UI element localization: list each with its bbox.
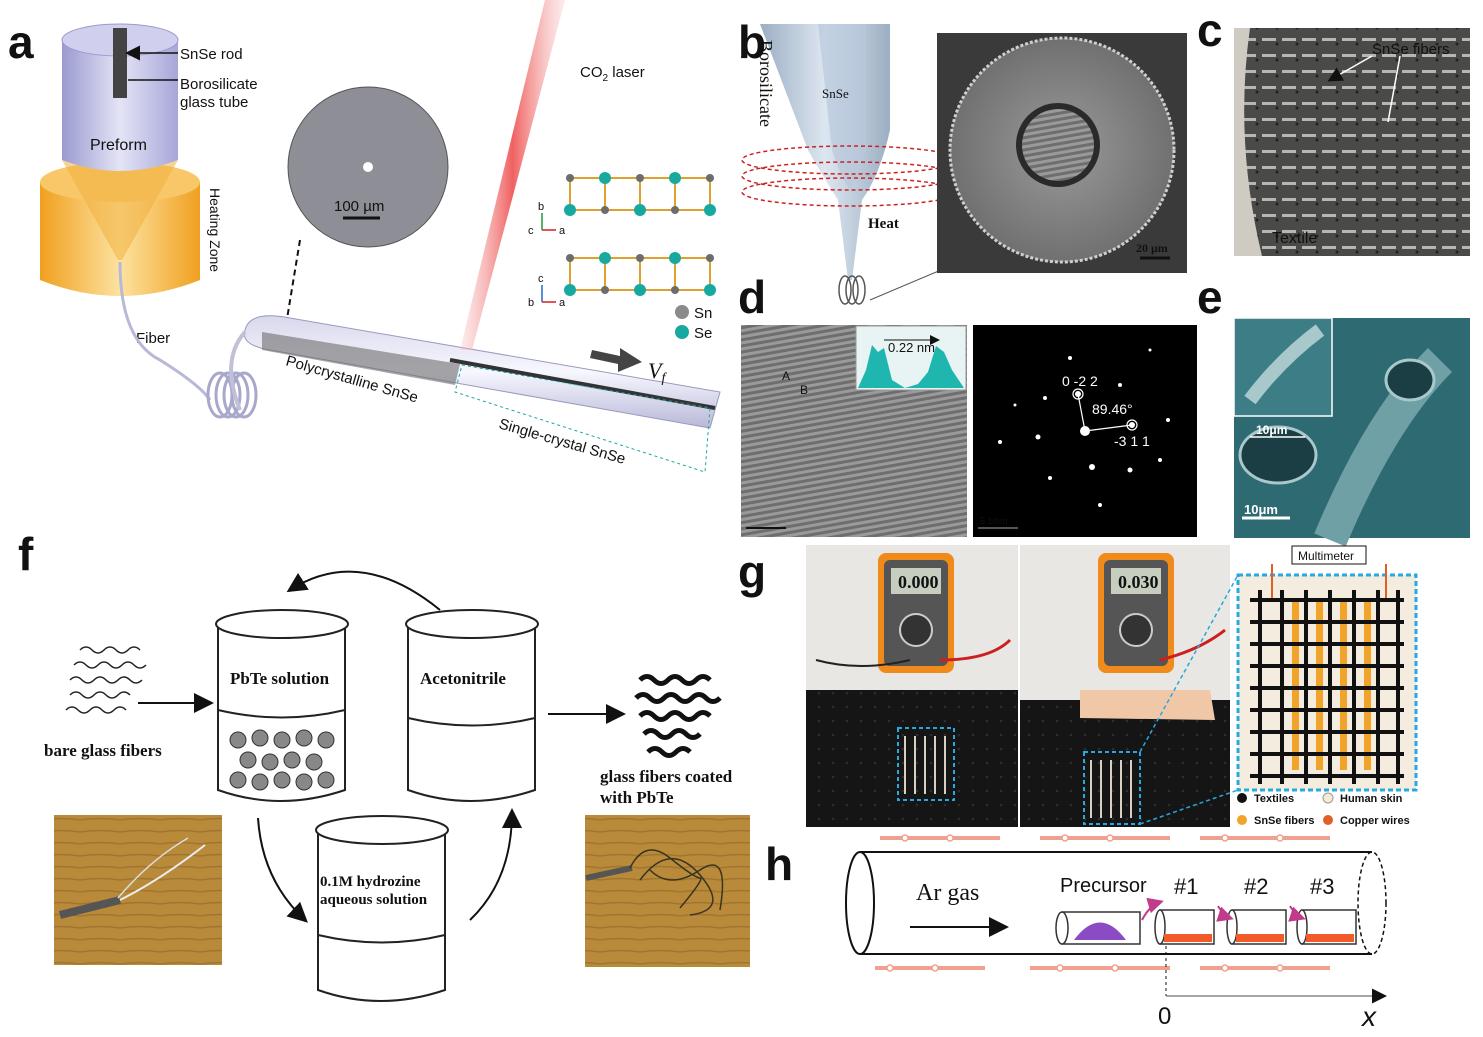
boat-label-2: #2 (1244, 874, 1268, 899)
preform-body (62, 40, 178, 171)
fiber-coil (206, 371, 258, 419)
label-heating-zone: Heating Zone (207, 188, 223, 272)
profile-label: 0.22 nm (888, 340, 935, 355)
panel-label-a: a (8, 16, 34, 68)
panel-h: Ar gas Precursor #1 #2 #3 0 x (845, 834, 1387, 1032)
crystal-structure-top (564, 172, 716, 216)
svg-text:b: b (528, 297, 534, 309)
velocity-arrow (590, 348, 642, 372)
label-preform: Preform (90, 137, 147, 154)
beaker-acetonitrile (405, 609, 539, 802)
schematic-legend: Textiles Human skin SnSe fibers Copper w… (1237, 792, 1410, 827)
label-hydrazine-1: 0.1M hydrozine (320, 874, 421, 890)
label-laser: CO2 laser (580, 64, 645, 84)
svg-text:SnSe fibers: SnSe fibers (1254, 815, 1315, 827)
panel-e: 10μm 10μm (1233, 317, 1470, 547)
label-textile-c: Textile (1272, 230, 1317, 247)
point-a: A (782, 369, 790, 383)
snse-rod (113, 28, 127, 98)
label-bare-fibers: bare glass fibers (44, 741, 162, 760)
svg-text:c: c (528, 225, 534, 237)
panel-a: SnSe rod Borosilicate glass tube Preform… (40, 0, 721, 473)
precursor-powder (1074, 922, 1126, 940)
label-acetonitrile: Acetonitrile (420, 669, 506, 688)
fiber-tube (243, 315, 721, 429)
axes-top: b c a (528, 201, 566, 237)
panel-c: SnSe fibers Textile (1234, 28, 1470, 256)
photo-coated-fibers (585, 815, 750, 967)
label-precursor: Precursor (1060, 875, 1147, 897)
panel-label-e: e (1197, 271, 1223, 323)
label-heat: Heat (868, 216, 899, 232)
beaker-pbte (215, 609, 349, 802)
label-snse-b: SnSe (822, 86, 849, 101)
panel-d: 0.22 nm A B 0 -2 2 89.46° -3 1 1 5 1/nm (741, 325, 1197, 537)
svg-text:Textiles: Textiles (1254, 793, 1294, 805)
snse-fiber-bars (1292, 600, 1371, 770)
svg-text:Se: Se (694, 325, 712, 342)
panel-f: PbTe solution Acetonitrile 0.1M hydrozin… (44, 570, 750, 1002)
panel-g: 0.000 0.030 Multimeter (806, 545, 1418, 827)
svg-text:a: a (559, 225, 566, 237)
spot-label-311: -3 1 1 (1114, 433, 1150, 449)
svg-text:a: a (559, 297, 566, 309)
label-snse-rod: SnSe rod (180, 46, 243, 63)
angle-label: 89.46° (1092, 401, 1133, 417)
label-coated-1: glass fibers coated (600, 767, 733, 786)
fiber-coil-b (838, 275, 866, 305)
pbte-particles (229, 729, 335, 791)
intensity-profile (858, 345, 964, 388)
svg-text:Human skin: Human skin (1340, 793, 1403, 805)
outer-scale-e: 10μm (1244, 502, 1278, 517)
co2-laser-beam (460, 0, 565, 350)
svg-text:b: b (538, 201, 544, 213)
crystal-structure-bottom (564, 252, 716, 296)
coated-fibers (634, 674, 722, 758)
polycrystalline-region (262, 332, 460, 385)
label-fiber: Fiber (136, 330, 170, 347)
inner-scale-e: 10μm (1256, 423, 1287, 437)
boat-label-3: #3 (1310, 874, 1334, 899)
svg-text:c: c (538, 273, 544, 285)
axis-origin: 0 (1158, 1003, 1171, 1030)
label-snse-fibers-c: SnSe fibers (1372, 41, 1450, 58)
panel-label-h: h (765, 838, 793, 890)
meter-reading-1: 0.000 (898, 572, 939, 592)
panel-b: Borosilicate SnSe Heat 20 μm (741, 24, 1187, 305)
quartz-tube (860, 851, 1372, 955)
cross-section-scale: 100 µm (334, 198, 384, 215)
meter-reading-2: 0.030 (1118, 572, 1159, 592)
label-hydrazine-2: aqueous solution (320, 892, 428, 908)
svg-text:Copper wires: Copper wires (1340, 815, 1410, 827)
bare-fibers (65, 646, 147, 714)
axes-bottom: c b a (528, 273, 566, 309)
sem-scale-b: 20 μm (1136, 241, 1168, 255)
schematic-title: Multimeter (1298, 549, 1354, 563)
diffraction-scale: 5 1/nm (980, 516, 1008, 526)
beaker-hydrazine (315, 815, 449, 1002)
axis-xlabel: x (1360, 1001, 1377, 1032)
atom-legend: Sn Se (675, 305, 712, 342)
panel-label-g: g (738, 546, 766, 598)
label-velocity: Vf (648, 358, 667, 386)
textile-schematic (1236, 573, 1418, 792)
label-ar-gas: Ar gas (916, 880, 979, 906)
human-arm (1080, 690, 1215, 720)
neck-down-cone (62, 160, 178, 260)
label-single-crystal: Single-crystal SnSe (497, 416, 628, 468)
panel-label-d: d (738, 271, 766, 323)
label-glass-tube: glass tube (180, 94, 248, 111)
boat-label-1: #1 (1174, 874, 1198, 899)
panel-label-c: c (1197, 4, 1223, 56)
label-borosilicate: Borosilicate (180, 76, 258, 93)
label-borosilicate-b: Borosilicate (756, 40, 776, 127)
spot-label-0-22: 0 -2 2 (1062, 373, 1098, 389)
textile-grid (1250, 590, 1404, 784)
label-pbte-solution: PbTe solution (230, 669, 330, 688)
label-coated-2: with PbTe (600, 788, 674, 807)
svg-text:Sn: Sn (694, 305, 712, 322)
panel-label-f: f (18, 528, 34, 580)
point-b: B (800, 383, 808, 397)
